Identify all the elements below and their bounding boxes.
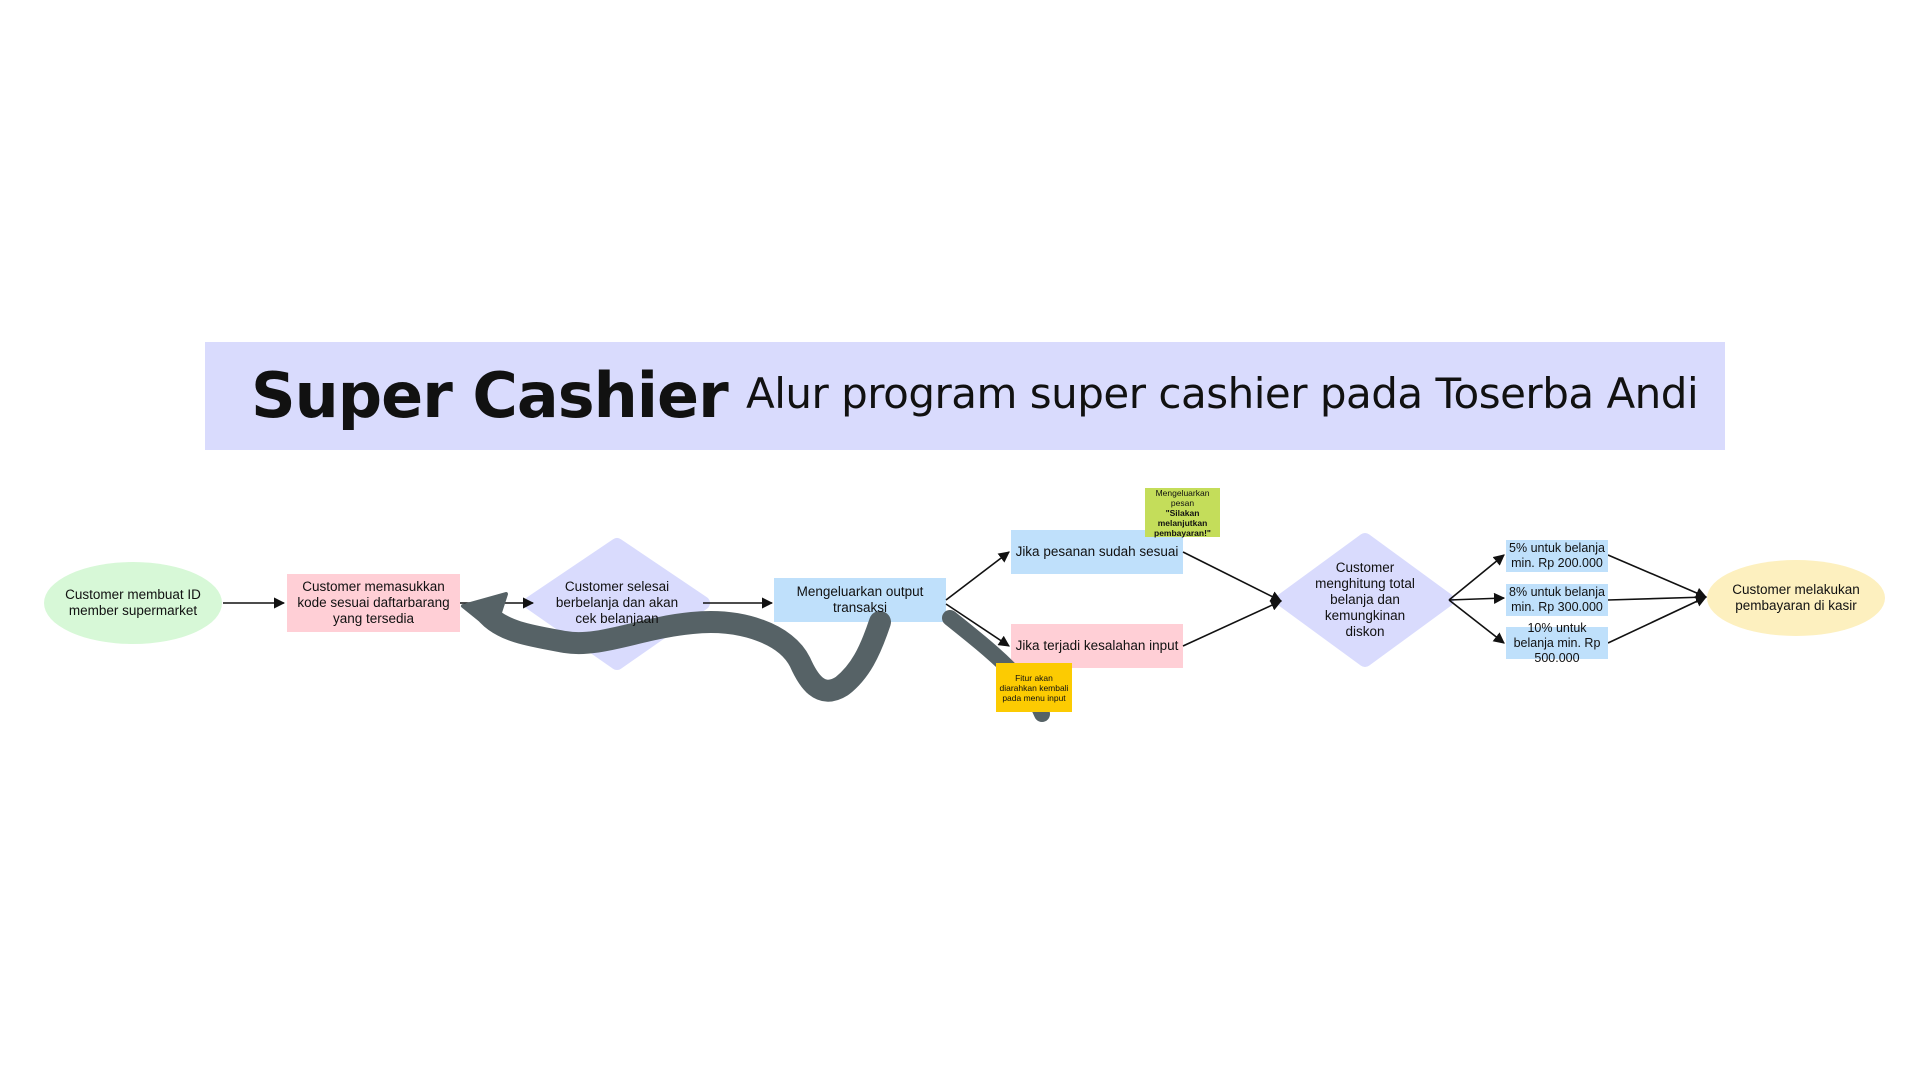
proceed-note: Mengeluarkan pesan "Silakan melanjutkan … — [1145, 487, 1220, 538]
discount-5-box: 5% untuk belanja min. Rp 200.000 — [1506, 540, 1608, 572]
start-ellipse — [44, 562, 222, 644]
input-error-label: Jika terjadi kesalahan input — [1015, 638, 1179, 653]
connector-5-to-end — [1607, 554, 1708, 599]
connector-calc-to-10 — [1448, 599, 1505, 644]
connector-10-to-end — [1607, 596, 1708, 644]
input-code-label: Customer memasukkan kode sesuai daftarba… — [297, 579, 450, 626]
discount-10-box: 10% untuk belanja min. Rp 500.000 — [1506, 621, 1608, 665]
output-transaction-label: Mengeluarkan output transaksi — [796, 584, 924, 615]
connector-output-to-ok — [945, 551, 1010, 601]
connector-calc-to-8 — [1448, 592, 1506, 604]
proceed-note-bold: "Silakan melanjutkan pembayaran!" — [1154, 507, 1211, 538]
calc-total-label: Customer menghitung total belanja dan ke… — [1315, 560, 1415, 639]
page-title: Super Cashier — [251, 359, 729, 432]
discount-8-box: 8% untuk belanja min. Rp 300.000 — [1506, 584, 1608, 616]
title-banner: Super Cashier Alur program super cashier… — [205, 342, 1725, 450]
connector-8-to-end — [1607, 591, 1708, 603]
connector-output-to-error — [945, 603, 1010, 647]
proceed-note-prefix: Mengeluarkan pesan — [1155, 487, 1210, 508]
order-ok-label: Jika pesanan sudah sesuai — [1015, 544, 1179, 559]
done-shopping-diamond — [524, 538, 710, 670]
connector-error-to-calc — [1182, 600, 1283, 647]
end-ellipse — [1707, 560, 1885, 636]
error-note: Fitur akan diarahkan kembali pada menu i… — [996, 663, 1072, 712]
page-subtitle: Alur program super cashier pada Toserba … — [746, 369, 1699, 418]
end-label: Customer melakukan pembayaran di kasir — [1732, 582, 1860, 613]
input-code-box — [287, 574, 460, 632]
done-shopping-label: Customer selesai berbelanja dan akan cek… — [555, 579, 679, 626]
start-label: Customer membuat ID member supermarket — [65, 587, 201, 618]
connector-calc-to-5 — [1448, 554, 1505, 601]
input-error-box — [1011, 624, 1183, 668]
calc-total-diamond — [1276, 533, 1454, 667]
order-ok-box — [1011, 530, 1183, 574]
connector-ok-to-calc — [1182, 551, 1283, 602]
output-transaction-box — [774, 578, 946, 622]
